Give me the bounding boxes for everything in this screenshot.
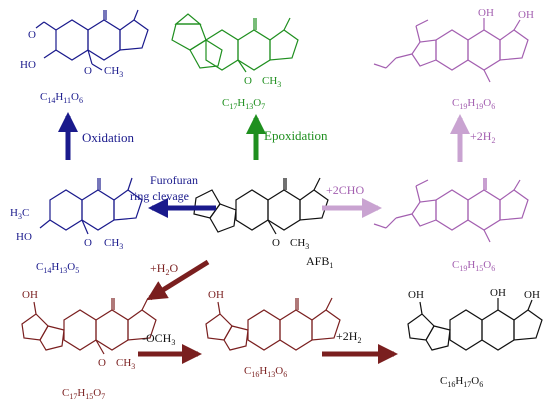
svg-text:CH3: CH3	[104, 65, 123, 79]
hydration-label: +H2O	[150, 261, 178, 277]
methyl-label: CH	[262, 75, 277, 87]
hydroxyl-label: HO	[20, 59, 36, 71]
svg-text:CH3: CH3	[116, 357, 135, 371]
formula-c16h13o6: C16H13O6	[244, 365, 287, 379]
formula-c14h13o5: C14H13O5	[36, 261, 79, 275]
epoxidation-label: Epoxidation	[264, 128, 328, 143]
compound-c14h11o6: O HO O CH3	[20, 9, 149, 79]
methyl-h-label: H	[10, 207, 18, 219]
hydrogenation-label-top: +2H2	[470, 129, 495, 145]
formula-c14h11o6: C14H11O6	[40, 91, 83, 105]
methyl-subscript: 3	[119, 70, 123, 79]
hydroxyl-label-3: OH	[524, 289, 540, 301]
svg-text:CH3: CH3	[262, 75, 281, 89]
methoxy-o-label: O	[84, 237, 92, 249]
methyl-subscript: 3	[131, 362, 135, 371]
hydroxyl-label: OH	[22, 289, 38, 301]
methyl-subscript: 3	[277, 80, 281, 89]
methoxy-o-label: O	[244, 75, 252, 87]
methyl-subscript: 3	[18, 212, 22, 221]
methoxy-o-label: O	[98, 357, 106, 369]
hydroxyl-label-2: OH	[490, 287, 506, 299]
svg-text:H3C: H3C	[10, 207, 29, 221]
compound-c16h13o6: OH	[205, 289, 341, 351]
compound-afb1: O CH3	[193, 177, 329, 251]
afb1-label: AFB1	[306, 254, 333, 270]
methoxy-o-label: O	[84, 65, 92, 77]
aldehyde-addition-label: +2CHO	[326, 183, 364, 197]
hydroxyl-label-2: OH	[518, 9, 534, 21]
compound-c19h15o6	[373, 178, 529, 243]
compound-c17h15o7: OH O CH3	[21, 289, 157, 371]
hydration-arrow	[146, 259, 210, 301]
formula-c19h19o6: C19H19O6	[452, 97, 495, 111]
ring-cleavage-label-line2: ring clevage	[130, 189, 189, 203]
methyl-c-label: C	[22, 207, 29, 219]
ring-cleavage-label-line1: Furofuran	[150, 173, 198, 187]
methyl-label: CH	[104, 237, 119, 249]
oxidation-label: Oxidation	[82, 130, 134, 145]
hydrogenation-label-bottom: +2H2	[336, 329, 361, 345]
hydroxyl-label-1: OH	[408, 289, 424, 301]
compound-c19h19o6: OH OH	[373, 7, 534, 83]
formula-c17h13o7: C17H13O7	[222, 97, 265, 111]
methyl-label: CH	[290, 237, 305, 249]
compound-c17h13o7: O CH3	[171, 13, 299, 89]
formula-c16h17o6: C16H17O6	[440, 375, 483, 389]
formula-c19h15o6: C19H15O6	[452, 259, 495, 273]
compound-c14h13o5: H3C HO O CH3	[10, 177, 143, 251]
hydroxyl-label-1: OH	[478, 7, 494, 19]
formula-c17h15o7: C17H15O7	[62, 387, 105, 401]
compound-c16h17o6: OH OH OH	[407, 287, 543, 351]
methyl-label: CH	[104, 65, 119, 77]
hydroxyl-label: OH	[208, 289, 224, 301]
methoxy-o-label: O	[272, 237, 280, 249]
ald-oxygen-label: O	[28, 29, 36, 41]
svg-text:CH3: CH3	[104, 237, 123, 251]
methyl-subscript: 3	[305, 242, 309, 251]
methyl-label: CH	[116, 357, 131, 369]
svg-text:CH3: CH3	[290, 237, 309, 251]
demethoxylation-label: -OCH3	[142, 331, 175, 347]
hydroxyl-label: HO	[16, 231, 32, 243]
methyl-subscript: 3	[119, 242, 123, 251]
